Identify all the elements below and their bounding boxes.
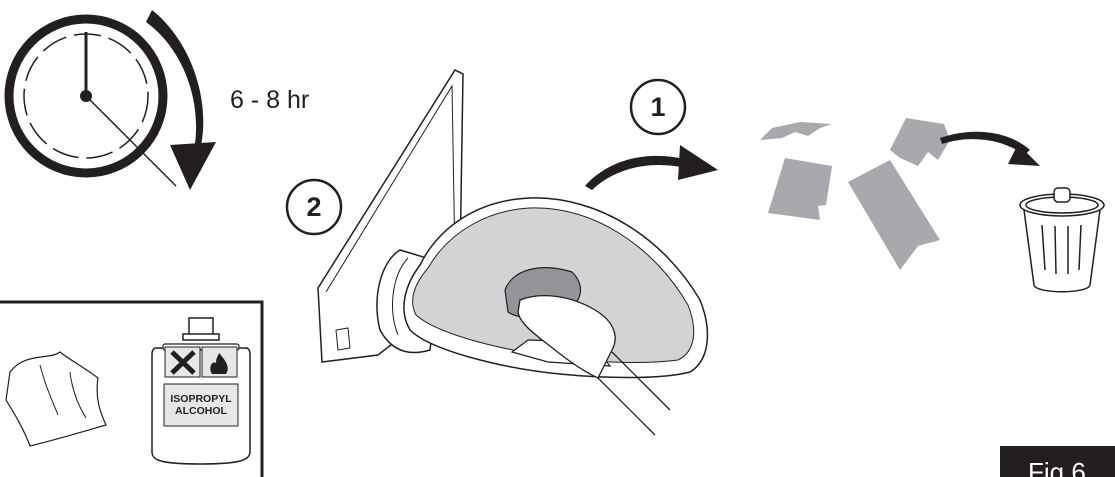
step-1-circle bbox=[629, 78, 687, 136]
duration-label: 6 - 8 hr bbox=[230, 86, 310, 114]
alcohol-bottle bbox=[151, 317, 251, 465]
peeled-film-pieces bbox=[760, 118, 950, 270]
step-1-number: 1 bbox=[650, 91, 666, 122]
bottle-label-line1: ISOPROPYL bbox=[170, 393, 232, 405]
clockwise-arrow-icon bbox=[146, 10, 216, 190]
peel-arrow-icon bbox=[585, 145, 718, 190]
side-mirror-illustration bbox=[317, 69, 709, 436]
figure-label: Fig 6 bbox=[1000, 446, 1115, 477]
step-2-number: 2 bbox=[306, 191, 322, 222]
step-2-circle bbox=[285, 178, 343, 236]
bottle-label: ISOPROPYL ALCOHOL bbox=[164, 393, 238, 417]
discard-arrow-icon bbox=[940, 131, 1040, 166]
cloth-icon bbox=[5, 351, 107, 447]
clock-icon bbox=[4, 14, 177, 187]
supplies-box bbox=[0, 300, 264, 477]
trash-bin-icon bbox=[1019, 187, 1105, 293]
bottle-label-line2: ALCOHOL bbox=[175, 405, 227, 417]
